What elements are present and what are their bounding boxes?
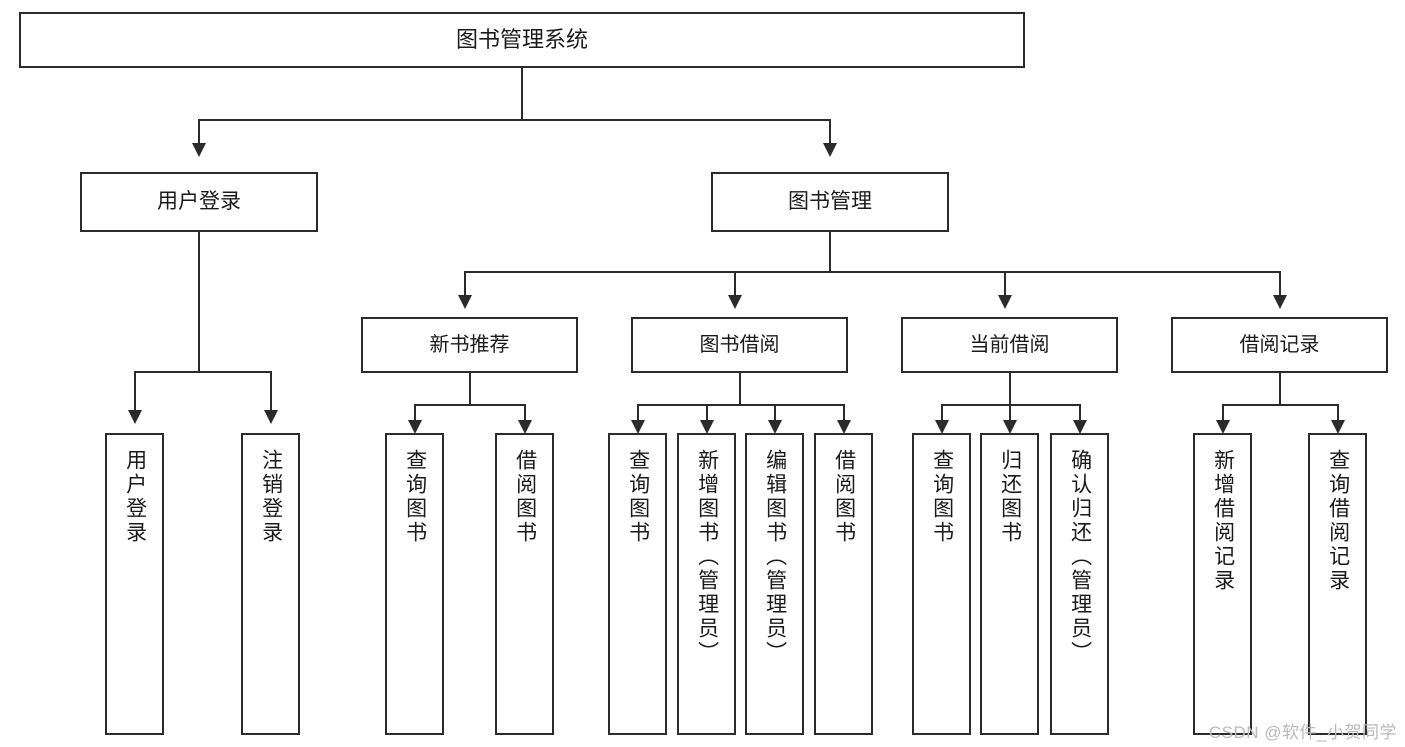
- arrow-to-leaf-add-record: [1216, 420, 1230, 434]
- leaf-query-book-2[interactable]: 查询图书: [608, 433, 667, 735]
- node-label: 当前借阅: [969, 333, 1050, 356]
- connector-root-leg-right: [829, 119, 831, 143]
- connector-bb-leg-4: [843, 404, 845, 420]
- node-label: 图书借阅: [699, 333, 780, 356]
- connector-bb-leg-2: [706, 404, 708, 420]
- node-label: 借阅记录: [1239, 333, 1320, 356]
- connector-user-login-stem: [198, 232, 200, 372]
- leaf-label: 归还图书: [998, 449, 1022, 545]
- node-label: 图书管理: [788, 189, 872, 213]
- node-label: 新书推荐: [429, 333, 510, 356]
- arrow-to-leaf-borrow-book-2: [837, 420, 851, 434]
- connector-cb-leg-1: [941, 404, 943, 420]
- leaf-add-book-admin[interactable]: 新增图书（管理员）: [677, 433, 736, 735]
- node-book-borrow[interactable]: 图书借阅: [631, 317, 848, 373]
- arrow-to-book-manage: [823, 143, 837, 157]
- arrow-to-leaf-query-book-3: [935, 420, 949, 434]
- leaf-return-book[interactable]: 归还图书: [980, 433, 1039, 735]
- connector-user-login-bus: [134, 371, 271, 373]
- leaf-logout[interactable]: 注销登录: [241, 433, 300, 735]
- connector-root-bus: [198, 119, 831, 121]
- leaf-label: 注销登录: [259, 449, 283, 545]
- connector-br-bus: [1222, 404, 1337, 406]
- arrow-to-current-borrow: [998, 295, 1012, 309]
- connector-br-leg-1: [1222, 404, 1224, 420]
- connector-cb-stem: [1009, 373, 1011, 405]
- node-current-borrow[interactable]: 当前借阅: [901, 317, 1118, 373]
- leaf-confirm-return-admin[interactable]: 确认归还（管理员）: [1050, 433, 1109, 735]
- connector-bb-bus: [637, 404, 845, 406]
- arrow-to-book-borrow: [728, 295, 742, 309]
- leaf-query-book-3[interactable]: 查询图书: [912, 433, 971, 735]
- connector-book-manage-stem: [829, 232, 831, 272]
- arrow-to-leaf-borrow-book-1: [518, 420, 532, 434]
- leaf-label: 确认归还（管理员）: [1068, 449, 1092, 665]
- node-borrow-record[interactable]: 借阅记录: [1171, 317, 1388, 373]
- connector-nbr-stem: [469, 373, 471, 405]
- connector-book-manage-leg-1: [464, 271, 466, 295]
- connector-book-manage-bus: [464, 271, 1281, 273]
- arrow-to-leaf-logout: [264, 410, 278, 424]
- arrow-to-user-login: [192, 143, 206, 157]
- leaf-label: 借阅图书: [832, 449, 856, 545]
- connector-user-login-leg-2: [270, 371, 272, 410]
- arrow-to-leaf-query-book-2: [631, 420, 645, 434]
- arrow-to-leaf-query-record: [1331, 420, 1345, 434]
- connector-book-manage-leg-2: [734, 271, 736, 295]
- leaf-query-book-1[interactable]: 查询图书: [385, 433, 444, 735]
- node-label: 用户登录: [157, 189, 241, 213]
- node-new-book-recommend[interactable]: 新书推荐: [361, 317, 578, 373]
- connector-nbr-leg-2: [524, 404, 526, 420]
- connector-bb-leg-1: [637, 404, 639, 420]
- leaf-edit-book-admin[interactable]: 编辑图书（管理员）: [745, 433, 804, 735]
- connector-nbr-bus: [414, 404, 524, 406]
- connector-book-manage-leg-4: [1279, 271, 1281, 295]
- leaf-label: 查询图书: [403, 449, 427, 545]
- arrow-to-new-book-rec: [458, 295, 472, 309]
- leaf-label: 新增借阅记录: [1211, 449, 1235, 593]
- connector-root-stem: [521, 68, 523, 120]
- leaf-query-borrow-record[interactable]: 查询借阅记录: [1308, 433, 1367, 735]
- connector-book-manage-leg-3: [1004, 271, 1006, 295]
- connector-cb-leg-2: [1009, 404, 1011, 420]
- leaf-borrow-book-2[interactable]: 借阅图书: [814, 433, 873, 735]
- arrow-to-leaf-query-book-1: [408, 420, 422, 434]
- leaf-label: 新增图书（管理员）: [695, 449, 719, 665]
- node-book-manage[interactable]: 图书管理: [711, 172, 949, 232]
- leaf-label: 查询图书: [930, 449, 954, 545]
- leaf-label: 查询借阅记录: [1326, 449, 1350, 593]
- leaf-borrow-book-1[interactable]: 借阅图书: [495, 433, 554, 735]
- node-root-book-management-system[interactable]: 图书管理系统: [19, 12, 1025, 68]
- leaf-label: 编辑图书（管理员）: [763, 449, 787, 665]
- arrow-to-leaf-confirm-return-admin: [1073, 420, 1087, 434]
- connector-cb-bus: [941, 404, 1081, 406]
- connector-bb-stem: [739, 373, 741, 405]
- leaf-user-login[interactable]: 用户登录: [105, 433, 164, 735]
- arrow-to-leaf-return-book: [1003, 420, 1017, 434]
- connector-br-leg-2: [1337, 404, 1339, 420]
- connector-user-login-leg-1: [134, 371, 136, 410]
- node-label: 图书管理系统: [455, 27, 588, 53]
- node-user-login[interactable]: 用户登录: [80, 172, 318, 232]
- connector-cb-leg-3: [1079, 404, 1081, 420]
- connector-bb-leg-3: [774, 404, 776, 420]
- arrow-to-leaf-add-book-admin: [700, 420, 714, 434]
- csdn-watermark: CSDN @软件_小贺同学: [1208, 723, 1397, 742]
- leaf-label: 借阅图书: [513, 449, 537, 545]
- connector-br-stem: [1279, 373, 1281, 405]
- arrow-to-borrow-record: [1273, 295, 1287, 309]
- leaf-label: 用户登录: [123, 449, 147, 545]
- leaf-label: 查询图书: [626, 449, 650, 545]
- connector-root-leg-left: [198, 119, 200, 143]
- leaf-add-borrow-record[interactable]: 新增借阅记录: [1193, 433, 1252, 735]
- connector-nbr-leg-1: [414, 404, 416, 420]
- arrow-to-leaf-user-login: [128, 410, 142, 424]
- arrow-to-leaf-edit-book-admin: [768, 420, 782, 434]
